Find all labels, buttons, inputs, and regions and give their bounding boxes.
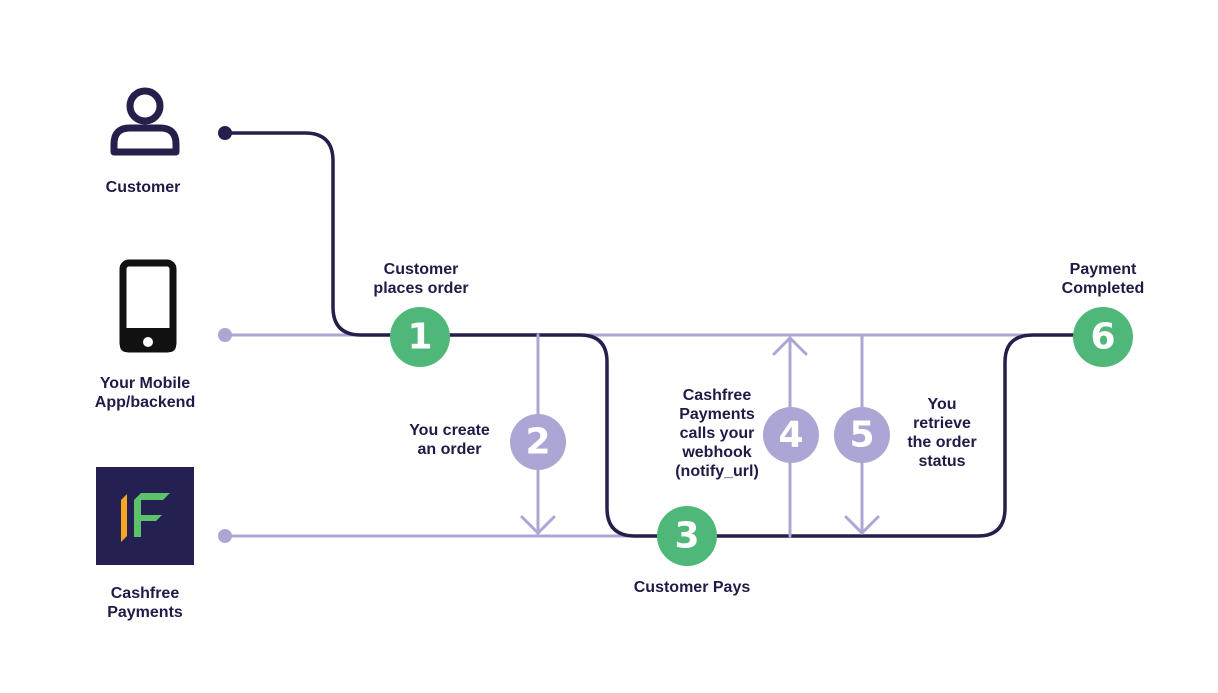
svg-text:4: 4 — [778, 415, 803, 456]
svg-text:1: 1 — [407, 317, 432, 358]
step-2-label: You create an order — [409, 422, 490, 458]
step-3-badge: 3 — [657, 506, 717, 566]
svg-text:2: 2 — [525, 422, 550, 463]
step-5-badge: 5 — [834, 407, 890, 463]
svg-text:6: 6 — [1090, 317, 1115, 358]
step-1-badge: 1 — [390, 307, 450, 367]
phone-icon — [119, 259, 177, 353]
svg-text:3: 3 — [674, 516, 699, 557]
step-2-badge: 2 — [510, 414, 566, 470]
step-1-label: Customer places order — [373, 261, 469, 297]
customer-journey-path — [225, 131, 1100, 538]
cashfree-label: Cashfree Payments — [107, 585, 183, 621]
step-3-label: Customer Pays — [633, 579, 751, 596]
customer-label: Customer — [105, 179, 181, 196]
cashfree-lane-start-dot — [218, 529, 232, 543]
step-6-label: Payment Completed — [1061, 261, 1145, 297]
step-6-badge: 6 — [1073, 307, 1133, 367]
app-label: Your Mobile App/backend — [94, 375, 196, 411]
app-lane-start-dot — [218, 328, 232, 342]
user-icon — [110, 87, 180, 156]
step-4-badge: 4 — [763, 407, 819, 463]
step-4-label: Cashfree Payments calls your webhook (no… — [675, 387, 759, 480]
customer-lane-start-dot — [218, 126, 232, 140]
cashfree-logo — [96, 467, 194, 565]
svg-text:5: 5 — [849, 415, 874, 456]
step-5-label: You retrieve the order status — [907, 396, 977, 470]
